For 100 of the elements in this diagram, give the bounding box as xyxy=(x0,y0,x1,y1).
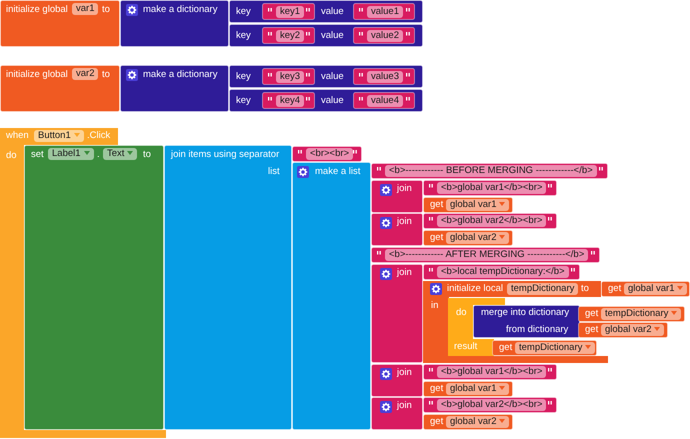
block-label: do xyxy=(6,150,17,162)
block-label: when xyxy=(6,130,29,142)
block-label: . xyxy=(97,149,100,161)
block-label: key xyxy=(236,71,251,83)
block-label: get xyxy=(430,383,444,395)
block-label: get xyxy=(430,416,444,428)
text-field: <b>global var2</b><br> xyxy=(437,215,546,227)
dropdown-field: Label1 xyxy=(48,148,94,160)
block-label: value xyxy=(321,30,344,42)
dropdown-field: tempDictionary xyxy=(601,308,682,320)
text-block xyxy=(262,27,315,44)
block-label: from dictionary xyxy=(506,324,568,336)
block-label: set xyxy=(31,149,44,161)
block-label: make a dictionary xyxy=(143,4,218,16)
variable-block xyxy=(0,0,120,47)
dropdown-field: global var2 xyxy=(446,232,510,244)
getter-block xyxy=(601,281,690,297)
block-label: join xyxy=(397,367,412,379)
block-label: initialize local xyxy=(447,283,503,295)
block-label: to xyxy=(581,283,589,295)
merge-block xyxy=(473,305,580,338)
block-label: make a list xyxy=(315,166,360,178)
text-block xyxy=(423,264,580,280)
dropdown-field: global var1 xyxy=(446,383,510,395)
join-block xyxy=(164,145,292,430)
block-label: get xyxy=(585,324,598,336)
block-label: join items using separator xyxy=(171,149,280,161)
join-block xyxy=(371,213,423,246)
block-label: initialize global xyxy=(6,69,68,81)
dictionary-block xyxy=(120,0,229,47)
name-field: var2 xyxy=(72,68,98,80)
text-field: <b>global var2</b><br> xyxy=(437,399,546,411)
pair-block xyxy=(229,24,423,47)
text-field: <br><br> xyxy=(306,148,354,160)
text-field: <b>local tempDictionary:</b> xyxy=(437,266,569,278)
block-label: get xyxy=(499,342,512,354)
block-label: get xyxy=(430,232,444,244)
getter-block xyxy=(423,381,513,397)
variable-block xyxy=(0,65,120,112)
text-block xyxy=(353,3,415,20)
getter-block xyxy=(423,230,513,246)
block-label: join xyxy=(397,216,412,228)
text-block xyxy=(371,163,608,179)
block-label: get xyxy=(608,283,622,295)
text-block xyxy=(423,180,557,196)
block-label: key xyxy=(236,6,251,18)
text-block xyxy=(423,397,557,413)
text-block xyxy=(423,213,557,229)
text-field: <b>global var1</b><br> xyxy=(437,182,546,194)
text-field: key3 xyxy=(276,70,304,82)
dropdown-field: global var2 xyxy=(601,324,664,336)
getter-block xyxy=(423,414,513,430)
block-label: value xyxy=(321,71,344,83)
join-block xyxy=(371,397,423,430)
getter-block xyxy=(578,322,668,338)
block-label: value xyxy=(321,95,344,107)
text-field: key4 xyxy=(276,94,304,106)
text-block xyxy=(292,146,362,162)
event-block xyxy=(0,128,166,438)
pair-block xyxy=(229,65,423,88)
text-block xyxy=(262,68,315,85)
text-block xyxy=(353,27,415,44)
list-block xyxy=(292,162,371,430)
setter-block xyxy=(24,145,164,430)
block-label: key xyxy=(236,30,251,42)
block-label: list xyxy=(268,166,280,178)
name-field: var1 xyxy=(72,3,98,15)
dropdown-field: global var1 xyxy=(446,199,510,211)
getter-block xyxy=(423,197,513,213)
text-field: value2 xyxy=(367,30,403,42)
text-block xyxy=(353,92,415,109)
block-label: join xyxy=(397,400,412,412)
text-field: key1 xyxy=(276,6,304,18)
getter-block xyxy=(492,340,597,356)
text-field: <b>global var1</b><br> xyxy=(437,366,546,378)
dropdown-field: global var1 xyxy=(624,283,688,295)
text-field: value4 xyxy=(367,94,403,106)
block-label: to xyxy=(102,69,110,81)
block-label: .Click xyxy=(87,130,110,142)
text-block xyxy=(262,3,315,20)
text-block xyxy=(423,364,557,380)
dropdown-field: Button1 xyxy=(34,130,84,142)
block-label: in xyxy=(431,300,438,312)
join-block xyxy=(371,264,423,363)
text-field: <b>------------ BEFORE MERGING ------------</b> xyxy=(385,165,597,177)
block-label: key xyxy=(236,95,251,107)
getter-block xyxy=(578,306,685,322)
block-label: to xyxy=(143,149,151,161)
block-label: do xyxy=(456,307,467,319)
text-block xyxy=(262,92,315,109)
block-label: get xyxy=(430,199,444,211)
text-field: key2 xyxy=(276,30,304,42)
block-label: value xyxy=(321,6,344,18)
block-label: get xyxy=(585,308,598,320)
join-block xyxy=(371,180,423,213)
text-field: <b>------------ AFTER MERGING ------------</b> xyxy=(385,249,588,261)
pair-block xyxy=(229,89,423,112)
dropdown-field: Text xyxy=(103,148,138,160)
text-block xyxy=(371,247,600,263)
pair-block xyxy=(229,0,423,23)
